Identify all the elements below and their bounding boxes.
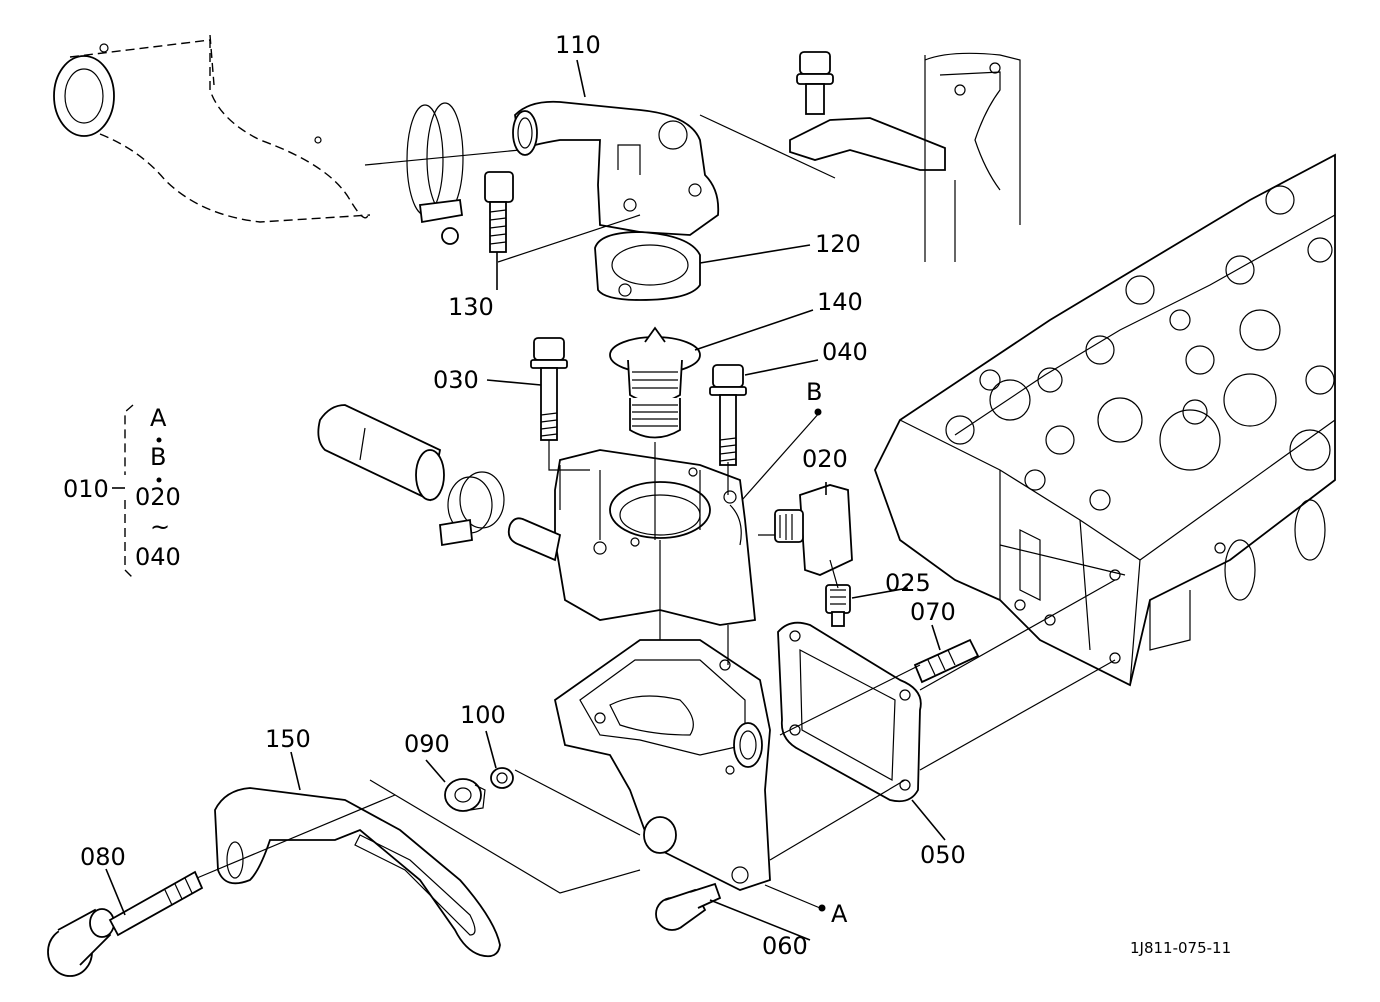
callout-090: 090 — [404, 730, 450, 758]
bracket-bolt-080 — [47, 870, 204, 977]
callout-020: 020 — [802, 445, 848, 473]
thermostat-housing — [507, 449, 756, 626]
callout-100: 100 — [460, 701, 506, 729]
callout-060: 060 — [762, 932, 808, 960]
temperature-switch — [825, 584, 851, 627]
bracket-bolt — [796, 51, 834, 115]
callout-040: 040 — [822, 338, 868, 366]
bypass-hose — [317, 404, 505, 547]
thermostat-bolt — [709, 364, 747, 466]
callout-110: 110 — [555, 31, 601, 59]
callout-070: 070 — [910, 598, 956, 626]
upper-hose-clamp — [406, 102, 464, 245]
assembly-item-b: B — [150, 443, 166, 471]
temperature-sensor — [774, 484, 853, 576]
thermostat — [609, 326, 701, 439]
assembly-item-from: 020 — [135, 483, 181, 511]
callout-050: 050 — [920, 841, 966, 869]
callout-120: 120 — [815, 230, 861, 258]
callout-150: 150 — [265, 725, 311, 753]
washer — [490, 767, 514, 789]
radiator-hose-dashed — [53, 34, 521, 223]
water-pump-body — [553, 639, 771, 891]
callout-080: 080 — [80, 843, 126, 871]
water-outlet-elbow — [512, 100, 720, 236]
callout-025: 025 — [885, 569, 931, 597]
assembly-item-to: 040 — [135, 543, 181, 571]
figure-id: 1J811-075-11 — [1130, 939, 1231, 957]
assembly-item-a: A — [150, 404, 167, 432]
thermostat-bolt-long — [530, 337, 568, 441]
assembly-item-tilde: ~ — [150, 513, 170, 541]
callout-030: 030 — [433, 366, 479, 394]
spacer-nut — [444, 778, 486, 812]
engine-bracket — [789, 52, 1021, 262]
adjusting-bracket — [214, 787, 501, 958]
ref-b: B — [806, 378, 822, 406]
assembly-label: 010 — [63, 475, 109, 503]
outlet-bolt — [484, 171, 514, 253]
assembly-lines — [196, 411, 1126, 909]
callout-140: 140 — [817, 288, 863, 316]
callout-leaders — [105, 59, 946, 941]
cylinder-head — [874, 153, 1336, 687]
assembly-group-bracket: 010 A B 020 ~ 040 — [63, 404, 181, 579]
housing-gasket — [777, 621, 922, 803]
pump-bolt — [655, 882, 722, 931]
ref-a: A — [831, 900, 848, 928]
callout-130: 130 — [448, 293, 494, 321]
outlet-gasket — [594, 231, 701, 301]
stud-bolt — [913, 638, 980, 684]
